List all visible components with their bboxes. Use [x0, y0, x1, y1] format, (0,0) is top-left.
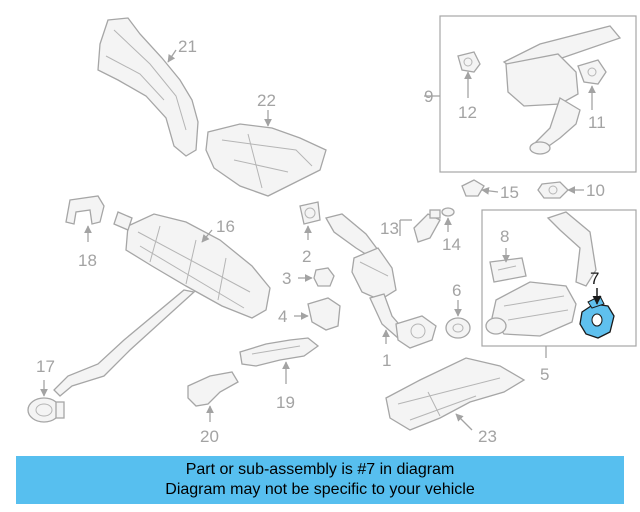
banner-part-text: Part or sub-assembly is #7 in diagram	[185, 461, 455, 478]
part-19-pipe	[239, 337, 320, 367]
part-6-gasket	[445, 317, 471, 339]
part-23-heat-shield	[385, 357, 526, 431]
callout-11: 11	[588, 113, 606, 132]
part-7-hanger-highlighted[interactable]	[579, 295, 615, 339]
callout-12: 12	[458, 103, 477, 122]
part-11-hanger	[577, 59, 607, 85]
info-banner: Part or sub-assembly is #7 in diagram Di…	[16, 456, 624, 504]
callout-14: 14	[442, 235, 461, 254]
callout-20: 20	[200, 427, 219, 446]
part-8-bracket	[489, 257, 527, 283]
banner-disclaimer-text: Diagram may not be specific to your vehi…	[165, 481, 475, 498]
part-10-gasket	[537, 181, 569, 199]
part-17-clamp	[27, 397, 65, 423]
part-18-hanger	[65, 195, 105, 225]
part-15-gasket	[461, 179, 485, 197]
exhaust-system-diagram: 21 22 16 18 17 2 3 4 1 6 13 14 9 12 11 1…	[27, 15, 637, 446]
part-22-heat-shield	[205, 123, 327, 197]
part-21-heat-shield	[97, 17, 199, 157]
part-13-14-sensor	[413, 207, 455, 243]
callout-5: 5	[540, 365, 549, 384]
callout-3: 3	[282, 269, 291, 288]
part-1-front-pipe	[325, 213, 437, 349]
part-5-converter	[485, 211, 597, 337]
part-2-gasket	[299, 201, 321, 225]
callout-15: 15	[500, 183, 519, 202]
callout-13: 13	[380, 219, 399, 238]
callout-9: 9	[424, 87, 433, 106]
part-12-hanger	[457, 51, 481, 73]
callout-22: 22	[257, 91, 276, 110]
callout-7-highlighted: 7	[590, 269, 599, 288]
part-5-box	[481, 209, 637, 347]
callout-4: 4	[278, 307, 287, 326]
callout-2: 2	[302, 247, 311, 266]
callout-8: 8	[500, 227, 509, 246]
part-9-rear-muffler	[502, 25, 622, 155]
part-4-bracket	[307, 297, 341, 331]
callout-10: 10	[586, 181, 605, 200]
callout-16: 16	[216, 217, 235, 236]
callout-6: 6	[452, 281, 461, 300]
callout-18: 18	[78, 251, 97, 270]
callout-21: 21	[178, 37, 197, 56]
part-9-box	[439, 15, 637, 173]
callout-23: 23	[478, 427, 497, 446]
callout-1: 1	[382, 351, 391, 370]
part-16-center-muffler	[53, 211, 271, 397]
callout-17: 17	[36, 357, 55, 376]
part-20-clamp	[187, 371, 239, 407]
part-3-insulator	[313, 267, 335, 287]
callout-19: 19	[276, 393, 295, 412]
